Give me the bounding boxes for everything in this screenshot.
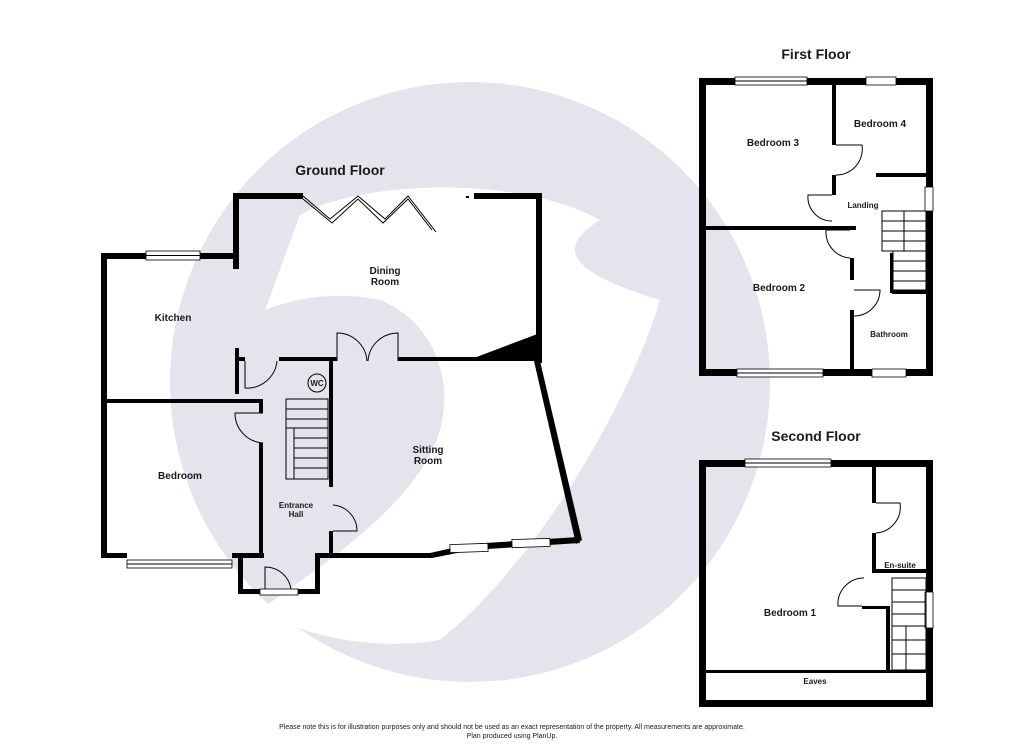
eaves-label: Eaves (803, 677, 827, 686)
second-floor-title: Second Floor (771, 428, 861, 444)
sitting-room-label-line2: Room (414, 456, 442, 467)
ground-stairs (285, 398, 329, 480)
second-floor-plan: Second Floor En-suite Bedroom 1 Eaves (699, 428, 934, 707)
bedroom-2-label: Bedroom 2 (753, 283, 806, 294)
kitchen-label: Kitchen (155, 313, 192, 324)
dining-room-label-line1: Dining (369, 266, 400, 277)
dining-room-label-line2: Room (371, 277, 399, 288)
watermark-logo (170, 82, 770, 682)
first-stairs (881, 210, 927, 291)
planup-credit: Plan produced using PlanUp. (467, 733, 558, 740)
ground-floor-title: Ground Floor (295, 162, 385, 178)
wc-label: WC (310, 379, 324, 388)
second-stairs (891, 577, 927, 671)
entrance-hall-label-line2: Hall (289, 510, 304, 519)
first-floor-title: First Floor (781, 46, 851, 62)
bedroom-1-label: Bedroom 1 (764, 608, 817, 619)
first-floor-plan: First Floor Bedroom 3 Bedroom 4 Landing … (699, 46, 934, 378)
bedroom-4-label: Bedroom 4 (854, 119, 907, 130)
wc-toilet-symbol (307, 373, 327, 393)
sitting-room-label-line1: Sitting (412, 445, 443, 456)
landing-label: Landing (847, 201, 878, 210)
disclaimer-note: Please note this is for illustration pur… (279, 724, 745, 731)
ground-floor-plan: Ground Floor Kitchen Dining Room Bedroom… (101, 162, 582, 596)
bedroom-label: Bedroom (158, 471, 202, 482)
bathroom-label: Bathroom (870, 330, 908, 339)
entrance-hall-label-line1: Entrance (279, 501, 314, 510)
bedroom-3-label: Bedroom 3 (747, 138, 800, 149)
en-suite-label: En-suite (884, 561, 916, 570)
